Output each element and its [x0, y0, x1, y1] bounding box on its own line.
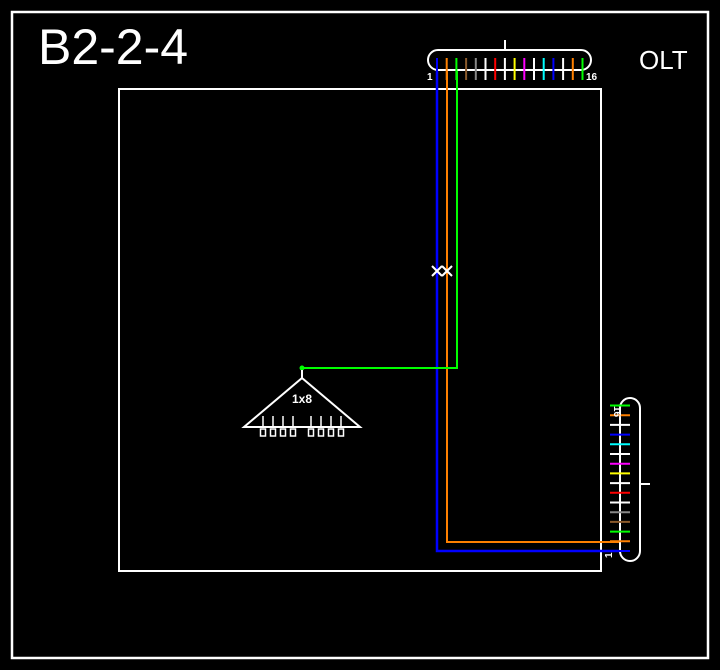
splitter-label: 1x8 — [292, 392, 312, 406]
diagram-title: B2-2-4 — [38, 19, 189, 75]
side-connector-end-label: 16 — [611, 406, 622, 418]
top-connector-start-label: 1 — [427, 72, 433, 83]
olt-label: OLT — [639, 45, 688, 75]
green-fiber — [302, 58, 458, 369]
splitter-output-port — [317, 428, 325, 437]
inner-box — [118, 88, 602, 572]
splitter-output-port — [327, 428, 335, 437]
splitter-output-port — [307, 428, 315, 437]
splitter-triangle — [241, 376, 363, 428]
splitter-output-port — [279, 428, 287, 437]
cut-marker-icon — [431, 265, 453, 277]
outer-frame — [10, 10, 710, 660]
top-connector-end-label: 16 — [586, 72, 598, 83]
splitter-input-dot — [299, 365, 305, 371]
splitter-output-port — [259, 428, 267, 437]
splitter-1x8: 1x8 — [241, 365, 363, 437]
top-connector: 1 16 — [427, 40, 598, 83]
side-connector: 1 16 — [604, 397, 650, 562]
splitter-output-port — [337, 428, 345, 437]
side-connector-start-label: 1 — [604, 552, 615, 558]
splitter-output-port — [269, 428, 277, 437]
splitter-output-port — [289, 428, 297, 437]
blue-fiber — [435, 58, 628, 553]
orange-fiber — [446, 58, 628, 543]
